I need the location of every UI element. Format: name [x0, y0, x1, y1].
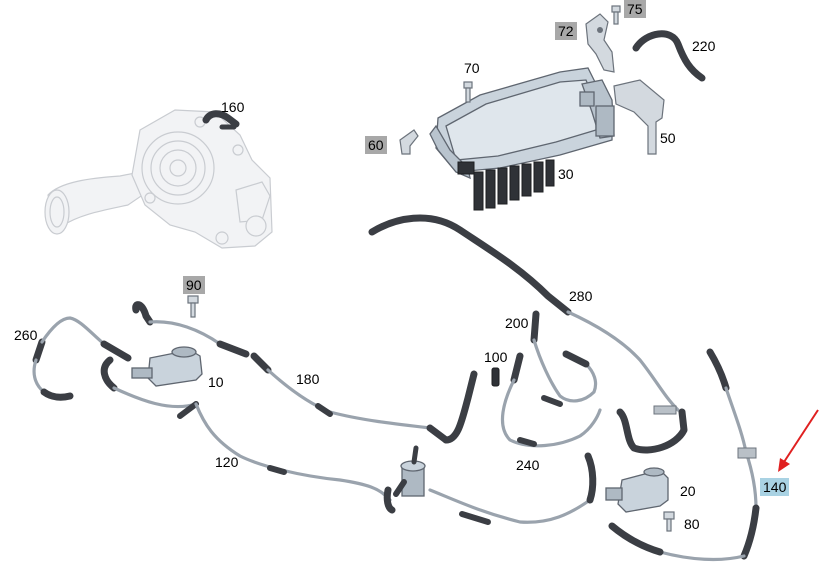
- bracket-50-part: [613, 79, 665, 155]
- label-90[interactable]: 90: [183, 276, 205, 294]
- bolt-75-part: [611, 5, 621, 25]
- label-120[interactable]: 120: [215, 454, 239, 470]
- bolt-70-part: [463, 81, 473, 103]
- hose-200-part: [530, 310, 598, 407]
- valve-10-part: [131, 346, 203, 387]
- tube-260-part: [32, 316, 132, 401]
- label-75[interactable]: 75: [624, 0, 646, 18]
- label-180[interactable]: 180: [296, 371, 320, 387]
- label-50[interactable]: 50: [660, 130, 676, 146]
- label-240[interactable]: 240: [516, 457, 540, 473]
- connector-part: [393, 445, 426, 497]
- label-10[interactable]: 10: [208, 374, 224, 390]
- bracket-72-part: [585, 13, 615, 73]
- label-72[interactable]: 72: [555, 22, 577, 40]
- label-220[interactable]: 220: [692, 38, 716, 54]
- label-100[interactable]: 100: [484, 349, 508, 365]
- control-module-part: [429, 67, 615, 211]
- tube-240-part: [500, 352, 602, 448]
- tube-180-part: [132, 301, 478, 444]
- label-80[interactable]: 80: [684, 516, 700, 532]
- label-200[interactable]: 200: [505, 315, 529, 331]
- water-pump-part: [44, 109, 273, 249]
- bolt-90-part: [187, 295, 199, 318]
- label-260[interactable]: 260: [14, 327, 38, 343]
- label-20[interactable]: 20: [680, 483, 696, 499]
- label-280[interactable]: 280: [569, 288, 593, 304]
- hose-280-part: [368, 214, 688, 454]
- bolt-80-part: [663, 511, 675, 532]
- valve-20-part: [605, 467, 669, 513]
- hose-220-part: [632, 30, 706, 82]
- label-140[interactable]: 140: [760, 478, 790, 496]
- arrow-indicator: [778, 409, 819, 472]
- label-70[interactable]: 70: [464, 60, 480, 76]
- hose-100-part: [491, 367, 500, 387]
- bracket-60-part: [399, 129, 419, 155]
- label-30[interactable]: 30: [558, 166, 574, 182]
- tube-120-part: [100, 356, 597, 525]
- tube-140-part: [608, 348, 760, 562]
- label-60[interactable]: 60: [365, 136, 387, 154]
- label-160[interactable]: 160: [221, 99, 245, 115]
